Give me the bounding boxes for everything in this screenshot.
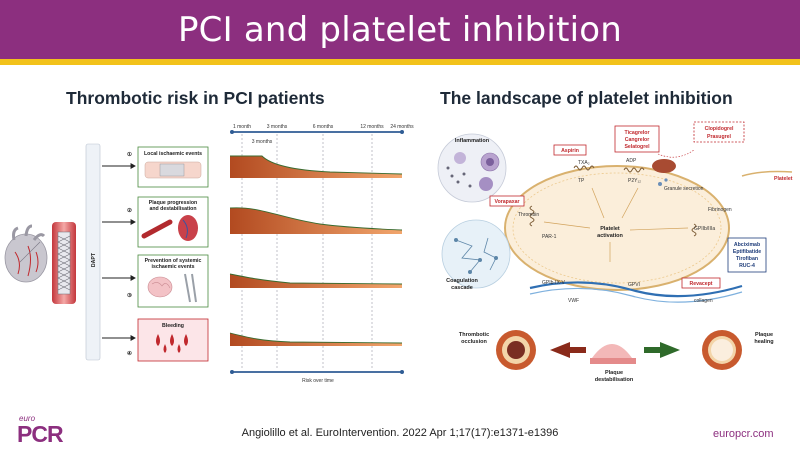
vorapaxar-label: Vorapaxar [495, 199, 520, 205]
slide-title: PCI and platelet inhibition [177, 9, 622, 50]
row-3-panel: Prevention of systemic ischaemic events [137, 254, 209, 308]
vessel-wall [529, 281, 743, 298]
risk-curve-4 [229, 332, 403, 346]
row-4-label: Bleeding [162, 323, 184, 329]
activation-label-2: activation [597, 233, 623, 239]
p2y12-drug-box: Ticagrelor Cangrelor Selatogrel [614, 125, 660, 153]
row-4-number: ④ [127, 350, 133, 357]
prodrug-box: Clopidogrel Prasugrel [693, 121, 745, 143]
row-1-number: ① [127, 151, 133, 158]
destab-label-2: destabilisation [595, 377, 634, 382]
receptors [529, 165, 697, 237]
ruc4-label: RUC-4 [739, 263, 755, 269]
selatogrel-label: Selatogrel [624, 144, 650, 150]
granule-label: Granule secretion [664, 186, 704, 192]
tirofiban-label: Tirofiban [736, 256, 758, 262]
timeline-bottom: Risk over time [230, 370, 404, 384]
thrombin-label: Thrombin [518, 212, 539, 218]
p2y12-receptor-label: P2Y₁₂ [628, 178, 641, 184]
left-heading: Thrombotic risk in PCI patients [66, 88, 325, 108]
row-2-label-2: and destabilisation [150, 206, 197, 212]
aspirin-box: Aspirin [553, 144, 587, 156]
risk-curve-2 [229, 207, 403, 234]
ticagrelor-label: Ticagrelor [625, 130, 650, 136]
gpib-label: GPIb-IX-V [542, 280, 565, 286]
title-bar: PCI and platelet inhibition [0, 0, 800, 59]
row-1-label: Local ischaemic events [144, 151, 202, 157]
destab-label-1: Plaque [605, 370, 623, 376]
tick-24-months: 24 months [390, 124, 414, 130]
fibrinogen-label: Fibrinogen [708, 207, 732, 213]
arrow-right [660, 342, 680, 358]
txa2-label: TXA₂ [578, 160, 590, 166]
abciximab-label: Abciximab [734, 242, 760, 248]
tick-12-months: 12 months [360, 124, 384, 130]
coagulation-label-1: Coagulation [446, 278, 478, 284]
platelet-body [504, 165, 730, 291]
platelet-label: Platelet [774, 176, 793, 182]
gpiib-drug-box: Abciximab Eptifibatide Tirofiban RUC-4 [727, 237, 767, 273]
dapt-label: DAPT [91, 252, 97, 267]
logo-pcr: PCR [17, 421, 64, 447]
inflammation-group: Inflammation [437, 133, 507, 203]
thrombotic-label-2: occlusion [461, 339, 487, 345]
gp2b3a-label: GPIIb/IIIa [694, 226, 715, 232]
vorapaxar-box: Vorapaxar [489, 195, 525, 207]
healing-label-1: Plaque [755, 332, 773, 338]
cangrelor-label: Cangrelor [625, 137, 650, 143]
risk-curve-1 [230, 155, 403, 178]
healing-label-2: healing [754, 339, 773, 345]
plaque-destabilisation-group: Plaque destabilisation [590, 344, 636, 382]
footer-url: europcr.com [713, 428, 774, 440]
row-arrows [102, 163, 136, 341]
vwf-label: VWF [568, 298, 579, 304]
revacept-box: Revacept [681, 277, 721, 289]
tp-receptor-label: TP [578, 178, 585, 184]
thrombotic-label-1: Thrombotic [459, 332, 489, 338]
prasugrel-label: Prasugrel [707, 134, 731, 140]
tick-sub-3-months: 3 months [252, 139, 273, 145]
row-2-panel: Plaque progression and destabilisation [137, 196, 209, 248]
tick-1-month: 1 month [233, 124, 251, 130]
timeline-top: 1 month 3 months 6 months 12 months 24 m… [230, 124, 414, 145]
aspirin-label: Aspirin [561, 148, 579, 154]
inflammation-label: Inflammation [455, 138, 490, 144]
revacept-label: Revacept [689, 281, 712, 287]
risk-curve-3 [229, 273, 403, 288]
row-2-number: ② [127, 207, 133, 214]
row-3-label-2: ischaemic events [152, 264, 195, 270]
row-3-number: ③ [127, 292, 133, 299]
tick-3-months: 3 months [267, 124, 288, 130]
accent-bar [0, 59, 800, 65]
risk-over-time-label: Risk over time [302, 378, 334, 384]
coagulation-group: Coagulation cascade [441, 219, 511, 291]
row-4-panel: Bleeding [137, 318, 209, 362]
thrombotic-risk-figure: DAPT ① ② ③ ④ Local ischaemic events Plaq… [4, 124, 414, 384]
row-3-label-1: Prevention of systemic [145, 258, 202, 264]
clopidogrel-label: Clopidogrel [705, 126, 734, 132]
eptifibatide-label: Eptifibatide [733, 249, 761, 255]
artery-stent-illustration [52, 222, 76, 304]
gpvi-label: GPVI [628, 282, 640, 288]
citation: Angiolillo et al. EuroIntervention. 2022… [241, 427, 559, 439]
logo-euro: euro [19, 414, 36, 423]
par1-label: PAR-1 [542, 234, 557, 240]
tick-6-months: 6 months [313, 124, 334, 130]
collagen-label: collagen [694, 298, 713, 304]
activation-arrows [543, 187, 689, 262]
timeline-gridlines [241, 134, 373, 370]
right-heading: The landscape of platelet inhibition [440, 88, 733, 108]
arrow-left [550, 342, 570, 358]
platelet-inhibition-figure: Inflammation Coagulation cascade Platele… [437, 121, 793, 382]
adp-label: ADP [626, 158, 637, 164]
plaque-healing-group: Plaque healing [702, 330, 774, 370]
row-1-panel: Local ischaemic events [137, 146, 209, 188]
coagulation-label-2: cascade [451, 285, 473, 291]
heart-illustration [4, 224, 48, 283]
dapt-bar: DAPT [85, 143, 101, 361]
activation-label-1: Platelet [600, 226, 620, 232]
row-2-label-1: Plaque progression [149, 200, 197, 206]
thrombotic-occlusion-group: Thrombotic occlusion [459, 330, 536, 370]
